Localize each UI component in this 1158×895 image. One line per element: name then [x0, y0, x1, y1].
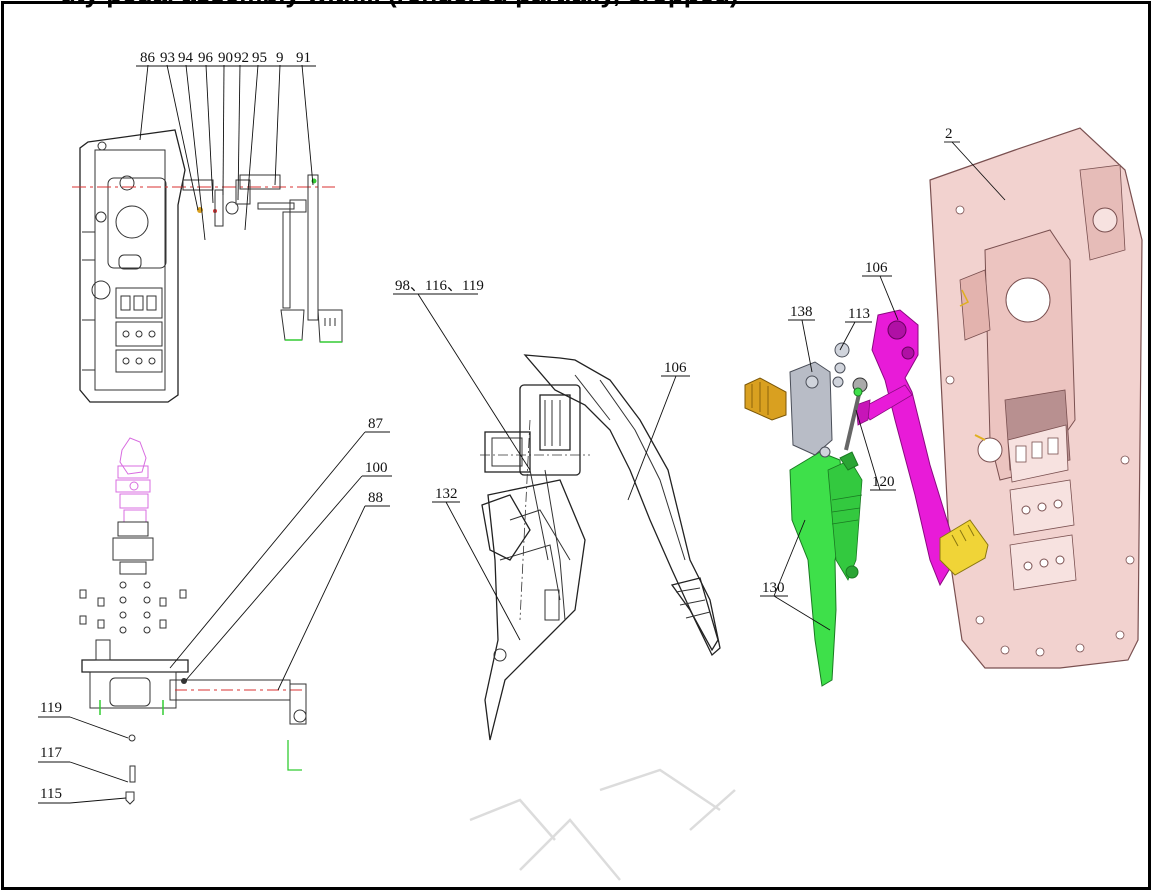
label-2: 2	[945, 126, 953, 142]
label-120: 120	[872, 474, 895, 490]
watermark	[469, 768, 736, 881]
header-text: uty pedal assembly with... (rendered par…	[60, 0, 1120, 18]
label-group-bottom-left: 87 100 88 119 117 115	[38, 416, 392, 804]
fitting	[744, 377, 787, 421]
label-106-right: 106	[865, 260, 888, 276]
label-87: 87	[368, 416, 384, 432]
label-group-center: 98、116、119 132 106	[393, 278, 690, 641]
side-view-assembly	[79, 437, 307, 805]
label-group-top-left: 86 93 94 96 90 92 95 9 91	[136, 50, 316, 241]
center-assembly	[480, 354, 721, 741]
label-115: 115	[40, 786, 62, 802]
label-98-116-119: 98、116、119	[395, 278, 484, 294]
label-96: 96	[198, 50, 214, 66]
label-91: 91	[296, 50, 311, 66]
pedal-pad	[939, 519, 989, 576]
label-86: 86	[140, 50, 156, 66]
label-106-center: 106	[664, 360, 687, 376]
label-90: 90	[218, 50, 233, 66]
pedal-arm	[855, 309, 956, 587]
label-117: 117	[40, 745, 62, 761]
brake-switch	[789, 342, 850, 458]
front-view-plate	[72, 129, 343, 403]
label-132: 132	[435, 486, 458, 502]
label-9: 9	[276, 50, 284, 66]
housing-plate	[929, 127, 1143, 669]
label-88: 88	[368, 490, 383, 506]
label-138: 138	[790, 304, 813, 320]
label-119: 119	[40, 700, 62, 716]
label-113: 113	[848, 306, 870, 322]
master-cylinder	[789, 377, 868, 687]
label-93: 93	[160, 50, 175, 66]
label-94: 94	[178, 50, 194, 66]
label-92: 92	[234, 50, 249, 66]
label-95: 95	[252, 50, 267, 66]
label-130: 130	[762, 580, 785, 596]
label-100: 100	[365, 460, 388, 476]
label-group-right: 2 106 138 113 120 130	[760, 126, 1006, 631]
